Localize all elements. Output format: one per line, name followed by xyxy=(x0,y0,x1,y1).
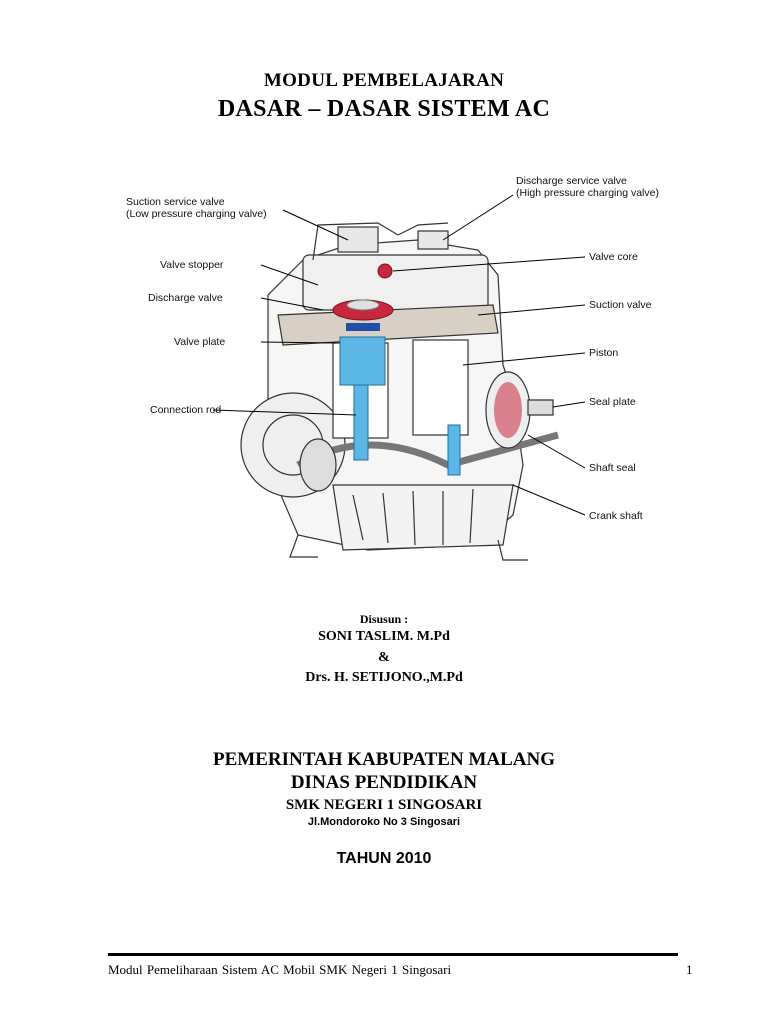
school-name: SMK NEGERI 1 SINGOSARI xyxy=(285,797,483,813)
publication-year: TAHUN 2010 xyxy=(336,850,432,867)
label-suction-valve: Suction valve xyxy=(589,299,652,311)
label-valve-stopper: Valve stopper xyxy=(160,259,224,271)
author-primary: SONI TASLIM. M.Pd xyxy=(318,629,450,644)
label-valve-plate: Valve plate xyxy=(174,336,226,348)
label-discharge-service-valve-title: Discharge service valve xyxy=(516,175,627,187)
module-subtitle: MODUL PEMBELAJARAN xyxy=(263,70,505,91)
compiled-by-label: Disusun : xyxy=(359,612,409,626)
department-name: DINAS PENDIDIKAN xyxy=(290,772,478,793)
school-address: Jl.Mondoroko No 3 Singosari xyxy=(307,816,461,828)
compressor-diagram: Suction service valve (Low pressure char… xyxy=(118,165,678,595)
footer-title: Modul Pemeliharaan Sistem AC Mobil SMK N… xyxy=(108,962,452,977)
footer-divider xyxy=(108,953,678,956)
module-title: DASAR – DASAR SISTEM AC xyxy=(217,96,551,122)
author-secondary: Drs. H. SETIJONO.,M.Pd xyxy=(305,670,463,685)
label-suction-service-valve-title: Suction service valve xyxy=(126,196,225,208)
label-discharge-service-valve: Discharge service valve (High pressure c… xyxy=(516,175,659,199)
label-suction-service-valve-sub: (Low pressure charging valve) xyxy=(126,208,267,220)
label-suction-service-valve: Suction service valve (Low pressure char… xyxy=(126,196,267,220)
label-discharge-service-valve-sub: (High pressure charging valve) xyxy=(516,187,659,199)
author-ampersand: & xyxy=(378,650,390,665)
label-discharge-valve: Discharge valve xyxy=(148,292,223,304)
label-seal-plate: Seal plate xyxy=(589,396,636,408)
label-valve-core: Valve core xyxy=(589,251,638,263)
compressor-illustration xyxy=(212,194,586,561)
label-crank-shaft: Crank shaft xyxy=(589,510,643,522)
government-name: PEMERINTAH KABUPATEN MALANG xyxy=(213,749,555,770)
label-shaft-seal: Shaft seal xyxy=(589,462,636,474)
label-connection-rod: Connection rod xyxy=(150,404,222,416)
page-number: 1 xyxy=(686,962,693,977)
label-piston: Piston xyxy=(589,347,619,359)
